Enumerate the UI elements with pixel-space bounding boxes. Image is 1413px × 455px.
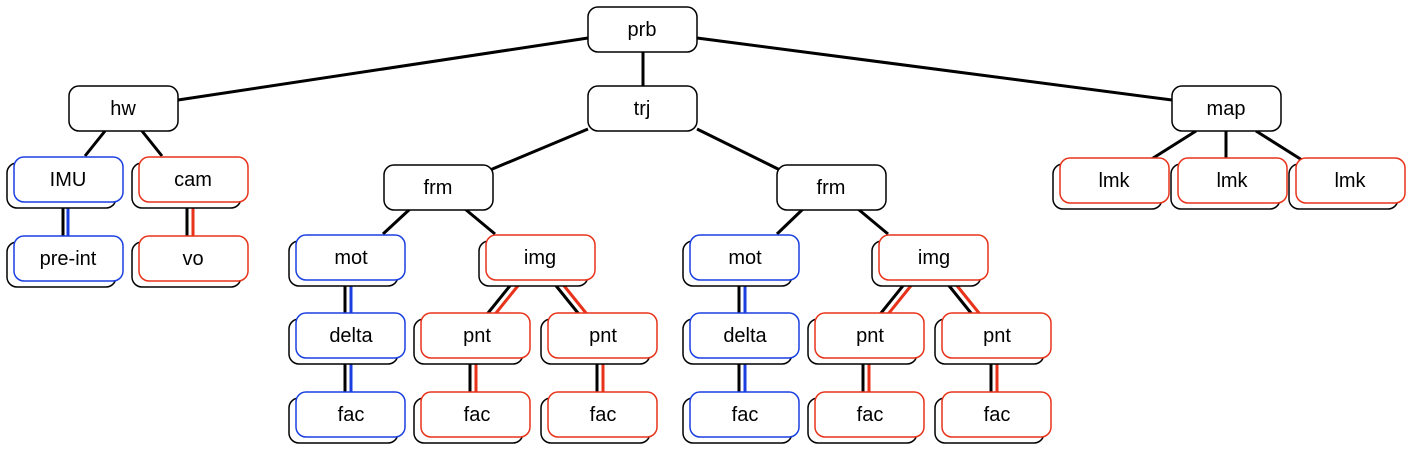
node-delta2: delta	[682, 312, 800, 365]
edge-prb-hw	[177, 36, 589, 102]
node-pnt2a: pnt	[807, 312, 925, 365]
edge-trj-frm2	[696, 127, 781, 172]
node-map: map	[1171, 85, 1282, 132]
node-fac-mot1-label: fac	[338, 404, 365, 426]
edge-map-lmk3	[1255, 129, 1303, 162]
node-mot2: mot	[682, 234, 800, 287]
edge-map-lmk1	[1149, 129, 1197, 162]
edge-trj-frm1	[489, 127, 589, 172]
node-pnt1b: pnt	[540, 312, 658, 365]
node-map-label: map	[1207, 98, 1246, 120]
node-pnt2b-label: pnt	[983, 325, 1011, 347]
node-vo-label: vo	[182, 248, 203, 270]
node-fac1a: fac	[413, 391, 531, 444]
node-lmk3: lmk	[1288, 157, 1406, 210]
edge-img1-pnt1a-red	[490, 281, 523, 319]
node-hw-label: hw	[110, 98, 136, 120]
node-fac2a-label: fac	[857, 404, 884, 426]
node-imu-label: IMU	[50, 169, 87, 191]
node-fac1a-label: fac	[464, 404, 491, 426]
node-lmk3-label: lmk	[1334, 170, 1366, 192]
node-frm1-label: frm	[424, 177, 453, 199]
edge-img1-pnt1b-black	[551, 281, 584, 319]
node-fac2b: fac	[934, 391, 1052, 444]
node-img2: img	[871, 234, 989, 287]
node-hw: hw	[68, 85, 179, 132]
node-frm1: frm	[383, 164, 494, 211]
node-mot2-label: mot	[728, 247, 762, 269]
node-vo: vo	[131, 235, 249, 288]
node-trj-label: trj	[634, 98, 651, 120]
node-cam-label: cam	[174, 169, 212, 191]
node-frm2: frm	[776, 164, 887, 211]
edge-img2-pnt2a-red	[883, 281, 916, 319]
edge-frm2-img2	[857, 207, 889, 236]
node-fac1b-label: fac	[590, 404, 617, 426]
node-pnt2a-label: pnt	[856, 325, 884, 347]
edge-hw-cam	[140, 130, 164, 157]
node-fac-mot1: fac	[288, 391, 406, 444]
node-delta1: delta	[288, 312, 406, 365]
node-delta1-label: delta	[329, 325, 373, 347]
node-pnt1a-label: pnt	[463, 325, 491, 347]
edge-img1-pnt1b-red	[559, 281, 592, 319]
edge-img2-pnt2b-black	[944, 281, 977, 319]
node-frm2-label: frm	[817, 177, 846, 199]
edge-hw-imu	[83, 130, 107, 157]
node-fac2a: fac	[807, 391, 925, 444]
node-delta2-label: delta	[723, 325, 767, 347]
node-lmk1: lmk	[1052, 157, 1170, 210]
edge-frm1-mot1	[381, 207, 412, 236]
node-trj: trj	[587, 85, 698, 132]
edge-frm1-img1	[464, 207, 496, 236]
node-fac2b-label: fac	[984, 404, 1011, 426]
node-prb: prb	[587, 6, 698, 53]
node-pnt1a: pnt	[413, 312, 531, 365]
node-lmk1-label: lmk	[1098, 170, 1130, 192]
edge-img2-pnt2a-black	[875, 281, 908, 319]
node-preint-label: pre-int	[40, 248, 97, 270]
edge-frm2-mot2	[775, 207, 805, 236]
node-mot1: mot	[288, 234, 406, 287]
node-img2-label: img	[918, 247, 950, 269]
node-img1: img	[478, 234, 596, 287]
edges	[61, 36, 1303, 396]
node-img1-label: img	[524, 247, 556, 269]
node-lmk2-label: lmk	[1216, 170, 1248, 192]
node-mot1-label: mot	[334, 247, 368, 269]
node-cam: cam	[131, 156, 249, 209]
node-imu: IMU	[6, 156, 124, 209]
node-preint: pre-int	[6, 235, 124, 288]
edge-img2-pnt2b-red	[952, 281, 985, 319]
node-pnt2b: pnt	[934, 312, 1052, 365]
node-lmk2: lmk	[1170, 157, 1288, 210]
node-fac1b: fac	[540, 391, 658, 444]
node-fac-mot2-label: fac	[732, 404, 759, 426]
node-fac-mot2: fac	[682, 391, 800, 444]
edge-img1-pnt1a-black	[482, 281, 515, 319]
node-pnt1b-label: pnt	[589, 325, 617, 347]
node-prb-label: prb	[628, 19, 657, 41]
edge-prb-map	[696, 36, 1173, 102]
